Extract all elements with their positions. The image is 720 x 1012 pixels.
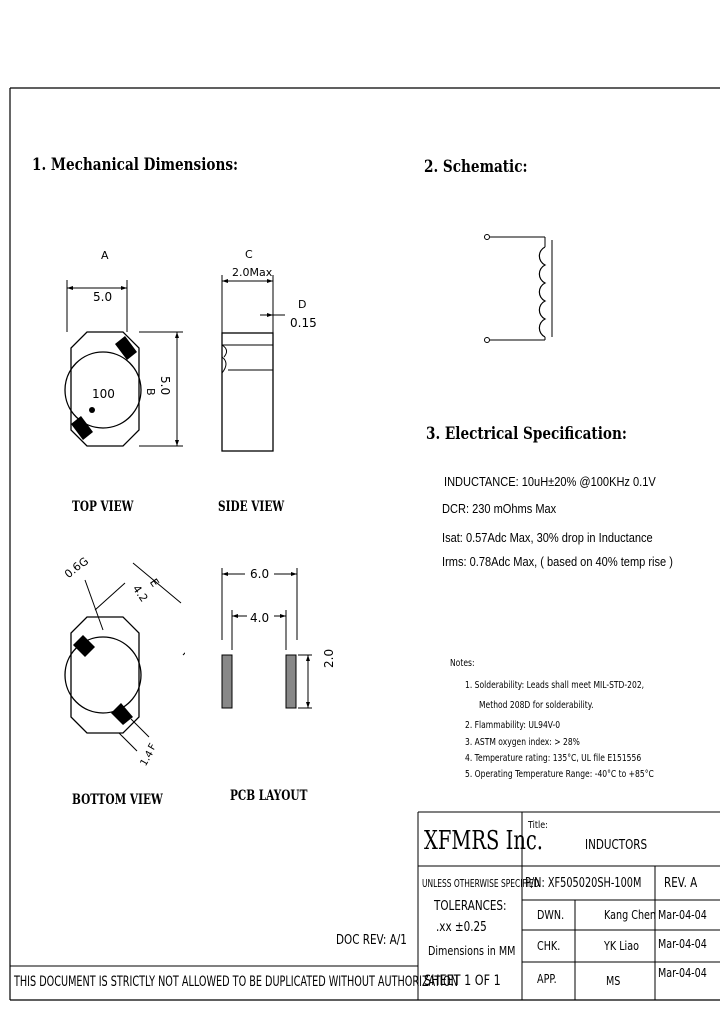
footer-notice: THIS DOCUMENT IS STRICTLY NOT ALLOWED TO…	[14, 974, 459, 990]
dimensions-note: Dimensions in MM	[428, 944, 516, 958]
pcb-outer-value: 6.0	[250, 567, 269, 581]
company-name: XFMRS Inc.	[424, 826, 544, 856]
note-3: 3. ASTM oxygen index: > 28%	[465, 737, 580, 748]
app-name: MS	[606, 974, 621, 988]
dwn-label: DWN.	[537, 908, 565, 922]
dwn-name: Kang Chen	[604, 908, 657, 922]
side-view-drawing: C 2.0Max D 0.15	[221, 248, 317, 452]
doc-revision: DOC REV: A/1	[336, 933, 407, 948]
notes-title: Notes:	[450, 658, 475, 669]
dim-a-label: A	[101, 249, 109, 262]
note-1b: Method 208D for solderability.	[479, 700, 594, 711]
pcb-inner-value: 4.0	[250, 611, 269, 625]
dwn-date: Mar-04-04	[658, 908, 707, 922]
chk-name: YK Liao	[604, 939, 639, 953]
app-date: Mar-04-04	[658, 966, 707, 980]
dim-d-label: D	[298, 298, 306, 311]
dim-c-value: 2.0Max	[232, 266, 273, 279]
top-view-drawing: A 5.0 100	[64, 249, 183, 447]
top-view-label: TOP VIEW	[72, 499, 134, 515]
title-value: INDUCTORS	[585, 838, 648, 853]
tolerances-label: TOLERANCES:	[434, 899, 507, 914]
tolerances-value: .xx ±0.25	[436, 920, 487, 935]
chk-date: Mar-04-04	[658, 937, 707, 951]
chk-label: CHK.	[537, 939, 561, 953]
side-view-label: SIDE VIEW	[218, 499, 285, 515]
schematic-heading: 2. Schematic:	[424, 157, 528, 177]
sheet-number: SHEET 1 OF 1	[424, 973, 501, 989]
title-label: Title:	[528, 820, 548, 831]
spec-inductance: INDUCTANCE: 10uH±20% @100KHz 0.1V	[444, 474, 656, 489]
part-number: P/N: XF505020SH-100M	[525, 876, 642, 891]
spec-isat: Isat: 0.57Adc Max, 30% drop in Inductanc…	[442, 530, 653, 545]
spec-dcr: DCR: 230 mOhms Max	[442, 501, 557, 516]
marking-text: 100	[92, 387, 115, 401]
unless-specified: UNLESS OTHERWISE SPECIFIED	[422, 877, 540, 890]
note-1: 1. Solderability: Leads shall meet MIL-S…	[465, 680, 645, 691]
dim-a-value: 5.0	[93, 290, 112, 304]
spec-irms: Irms: 0.78Adc Max, ( based on 40% temp r…	[442, 554, 673, 569]
note-2: 2. Flammability: UL94V-0	[465, 720, 561, 731]
electrical-heading: 3. Electrical Specification:	[426, 424, 627, 444]
schematic-drawing	[484, 234, 553, 343]
pcb-layout-drawing: 6.0 4.0	[221, 567, 312, 709]
note-4: 4. Temperature rating: 135°C, UL file E1…	[465, 753, 642, 764]
revision: REV. A	[664, 876, 698, 891]
dim-d-value: 0.15	[290, 316, 317, 330]
bottom-view-drawing: 0.6 G 4.2 E 1.4 F	[62, 555, 185, 768]
mechanical-heading: 1. Mechanical Dimensions:	[32, 155, 239, 175]
note-5: 5. Operating Temperature Range: -40°C to…	[465, 769, 654, 780]
app-label: APP.	[537, 972, 557, 986]
dim-f-label: F	[147, 742, 160, 753]
dim-c-label: C	[245, 248, 253, 261]
pcb-layout-label: PCB LAYOUT	[230, 788, 308, 804]
bottom-view-label: BOTTOM VIEW	[72, 792, 163, 808]
